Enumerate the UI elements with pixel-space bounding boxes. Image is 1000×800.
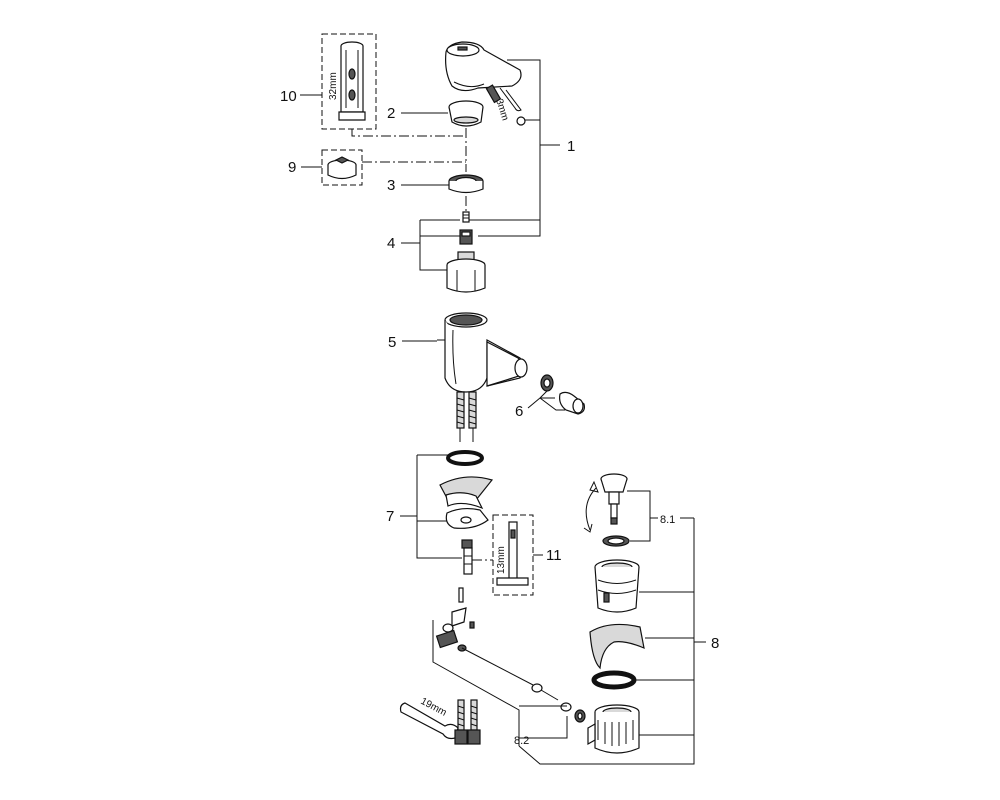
label-8-2: 8.2 [514,735,529,747]
part-10-tool: 32mm [321,33,377,130]
part-7-nut [461,539,473,575]
label-4: 4 [387,235,395,252]
dim-32mm: 32mm [328,72,339,100]
label-3: 3 [387,177,395,194]
part-6-ball-joint [559,391,585,415]
part-8-2-rod-assembly [435,587,586,723]
part-8-1-seal [602,535,630,547]
part-1-lever-handle [445,41,522,92]
part-9-cap [321,149,363,186]
label-9: 9 [288,159,296,176]
part-8-o-ring [591,670,637,690]
label-2: 2 [387,105,395,122]
part-1-grub-screw: 3mm [485,84,526,126]
part-4-adapter [459,229,473,245]
wrench-19mm: 19mm [399,696,459,740]
part-5-faucet-body [437,312,528,393]
part-8-drain-body [594,559,640,613]
label-8-1: 8.1 [660,514,675,526]
part-7-washer [439,476,494,510]
part-2-cover-ring [448,100,484,127]
label-11: 11 [546,547,562,564]
connection-hoses [454,699,481,745]
dim-3mm: 3mm [493,98,510,123]
label-10: 10 [280,88,297,105]
part-7-o-ring [446,450,484,466]
part-4-cartridge [446,251,486,293]
part-3-threaded-ring [448,174,484,194]
label-7: 7 [386,508,394,525]
dim-13mm: 13mm [496,546,507,574]
label-1: 1 [567,138,575,155]
part-6-aerator [540,374,554,392]
label-6: 6 [515,403,523,420]
part-8-gasket [589,623,645,670]
part-4-screw [462,211,470,223]
part-8-1-plug [583,473,628,533]
label-8: 8 [711,635,719,652]
part-7-clamp [445,507,489,529]
supply-hoses [456,391,477,442]
part-8-nut [587,704,640,754]
label-5: 5 [388,334,396,351]
part-11-wrench: 13mm [492,514,534,596]
